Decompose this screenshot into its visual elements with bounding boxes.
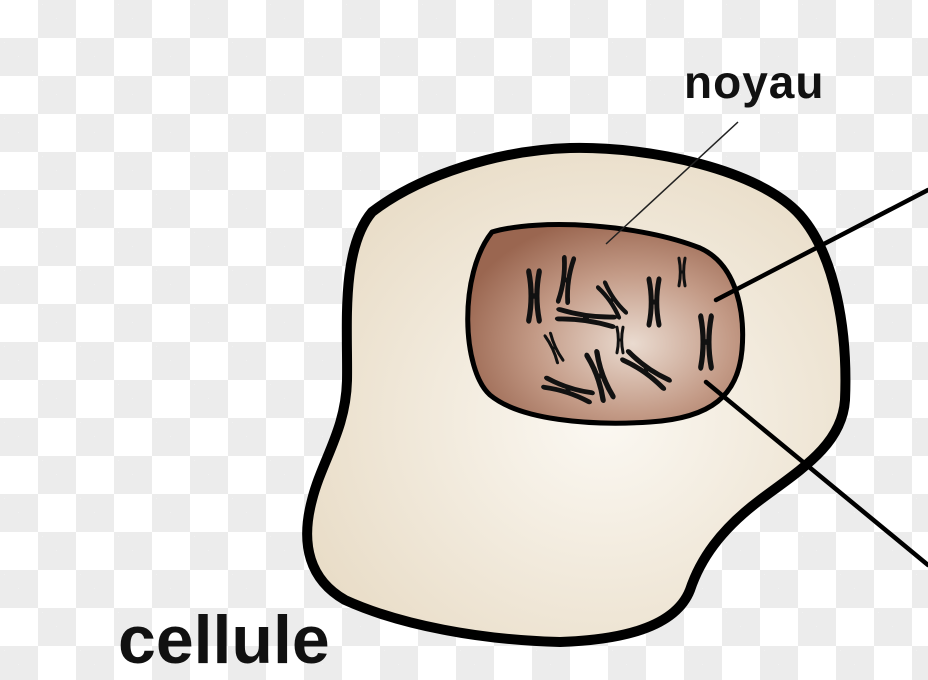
nucleus-label: noyau — [684, 56, 824, 108]
cell-label: cellule — [118, 602, 330, 678]
